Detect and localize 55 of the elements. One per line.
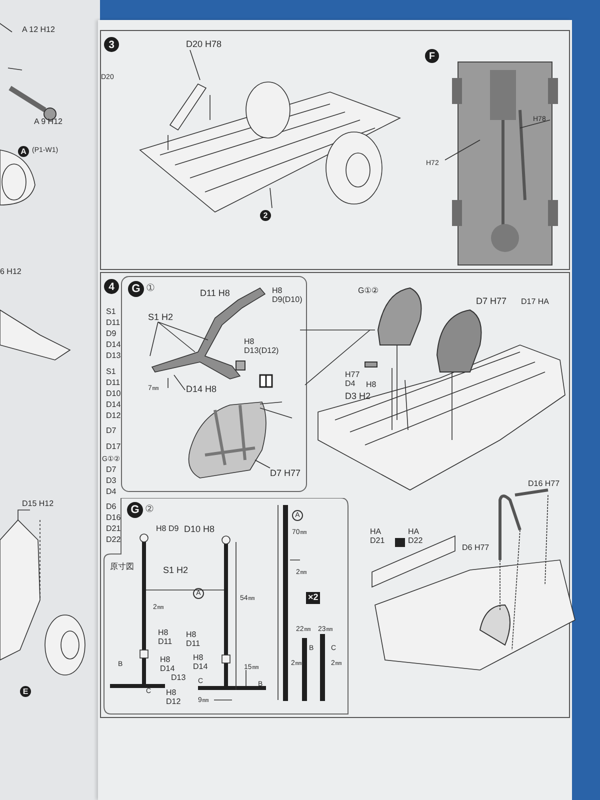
part-label: D13 [106,352,121,361]
part-label: H8 D9 [156,525,180,534]
part-label: D4 [106,488,116,497]
part-label: H77 D4 [345,371,361,389]
part-label: D11 [106,379,120,388]
part-label: D16 [106,514,121,523]
part-label: D7 H77 [270,469,301,479]
part-label: S1 [106,368,116,377]
step-panel [100,30,570,270]
part-label: D14 [106,401,121,410]
part-label: D11 [106,319,120,328]
part-label: D3 H2 [345,392,371,402]
part-label: S1 H2 [163,566,188,576]
quantity-badge: ×2 [306,592,320,604]
part-label: H8 D12 [166,689,182,707]
part-label: D12 [106,412,121,421]
part-label: D16 H77 [528,480,560,489]
part-label: A 12 H12 [22,26,55,35]
part-label: H8 D11 [158,629,174,647]
part-label: HA D21 [370,528,386,546]
part-label: H8 D14 [160,656,176,674]
step-subnumber: ② [145,504,154,515]
part-label: D13 [171,674,186,683]
part-label: D21 [106,525,121,534]
step-panel [100,272,570,718]
part-label: H8 D13(D12) [244,338,280,356]
part-label: 原寸図 [110,563,134,572]
part-label: D20 H78 [186,40,222,50]
part-label: A 9 H12 [34,118,62,127]
part-label: D9 [106,330,116,339]
part-label: D7 [106,466,116,475]
part-label: H8 [366,381,376,390]
part-label: D14 [106,341,121,350]
part-label: 6 H12 [0,268,22,277]
part-label: D7 [106,427,116,436]
part-label: D6 H77 [462,544,490,553]
part-label: D17 HA [521,298,550,307]
part-label: D15 H12 [22,500,54,509]
part-label: D11 H8 [200,289,230,299]
step-subnumber: ① [146,283,155,294]
part-label: H8 D11 [186,631,202,649]
part-label: HA D22 [408,528,424,546]
part-label: D3 [106,477,116,486]
part-label: S1 H2 [148,313,174,323]
part-label: D14 H8 [186,385,217,395]
part-label: D10 H8 [184,525,215,535]
part-label: H8 D14 [193,654,209,672]
part-label: D10 [106,390,121,399]
part-label: H8 D9(D10) [272,287,304,305]
part-label: D17 [106,443,121,452]
part-label: S1 [106,308,116,317]
part-label: D6 [106,503,116,512]
part-label: D7 H77 [476,297,507,307]
part-label: G①② [358,287,379,296]
part-label: D22 [106,536,121,545]
